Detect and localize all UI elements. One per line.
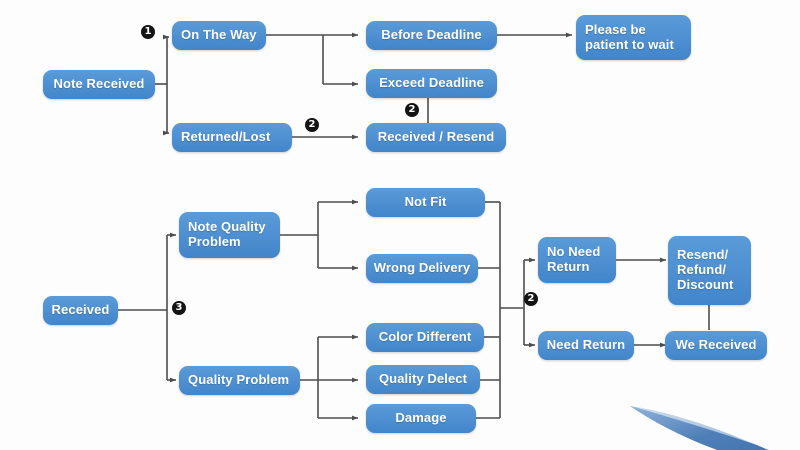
node-on-the-way[interactable]: On The Way <box>172 21 266 50</box>
node-returned-lost[interactable]: Returned/Lost <box>172 123 292 152</box>
node-need-return[interactable]: Need Return <box>538 331 634 360</box>
node-note-quality-problem[interactable]: Note Quality Problem <box>179 212 280 258</box>
node-label: On The Way <box>181 27 257 43</box>
node-label: Returned/Lost <box>181 129 271 145</box>
badge-label: 3 <box>175 302 183 313</box>
node-label: Color Different <box>378 329 472 345</box>
node-resend-refund-discount[interactable]: Resend/ Refund/ Discount <box>668 236 751 305</box>
node-we-received[interactable]: We Received <box>665 331 767 360</box>
node-note-received[interactable]: Note Received <box>43 70 155 99</box>
node-label: Quality Problem <box>188 372 290 388</box>
badge-one: 1 <box>141 25 155 39</box>
node-quality-delect[interactable]: Quality Delect <box>366 365 480 394</box>
badge-label: 2 <box>308 119 316 130</box>
node-before-deadline[interactable]: Before Deadline <box>366 21 497 50</box>
node-no-need-return[interactable]: No Need Return <box>538 237 616 283</box>
node-label: Quality Delect <box>378 371 468 387</box>
node-label: Need Return <box>546 337 626 353</box>
badge-label: 1 <box>144 26 152 37</box>
badge-two-return-split: 2 <box>524 292 538 306</box>
node-label: Received <box>51 302 110 318</box>
node-label-line-1: No Need <box>547 244 601 260</box>
badge-two-returned-lost: 2 <box>305 118 319 132</box>
node-received-resend[interactable]: Received / Resend <box>366 123 506 152</box>
node-label-line-1: Resend/ <box>677 247 729 263</box>
node-label-line-1: Note Quality <box>188 219 266 235</box>
node-label-line-2: Refund/ <box>677 262 727 278</box>
node-wrong-delivery[interactable]: Wrong Delivery <box>366 254 478 283</box>
node-label-line-3: Discount <box>677 276 734 292</box>
node-label-line-1: Please be <box>585 21 646 37</box>
node-not-fit[interactable]: Not Fit <box>366 188 485 217</box>
node-damage[interactable]: Damage <box>366 404 476 433</box>
node-label: Not Fit <box>404 194 447 210</box>
decorative-swoosh <box>630 406 772 450</box>
node-label: Damage <box>395 410 447 426</box>
node-label: We Received <box>675 337 757 353</box>
badge-label: 2 <box>408 104 416 115</box>
node-label: Wrong Delivery <box>373 260 471 276</box>
node-color-different[interactable]: Color Different <box>366 323 484 352</box>
node-received[interactable]: Received <box>43 296 118 325</box>
node-label: Exceed Deadline <box>379 75 484 91</box>
badge-label: 2 <box>527 293 535 304</box>
node-please-be-patient[interactable]: Please be patient to wait <box>576 15 691 60</box>
badge-three: 3 <box>172 301 186 315</box>
node-quality-problem[interactable]: Quality Problem <box>179 366 300 395</box>
node-label-line-2: patient to wait <box>585 36 674 52</box>
node-exceed-deadline[interactable]: Exceed Deadline <box>366 69 497 98</box>
badge-two-exceed-deadline: 2 <box>405 103 419 117</box>
node-label-line-2: Return <box>547 259 590 274</box>
node-label-line-2: Problem <box>188 234 241 249</box>
node-label: Received / Resend <box>377 129 495 145</box>
node-label: Before Deadline <box>381 27 482 43</box>
node-label: Note Received <box>53 76 145 92</box>
